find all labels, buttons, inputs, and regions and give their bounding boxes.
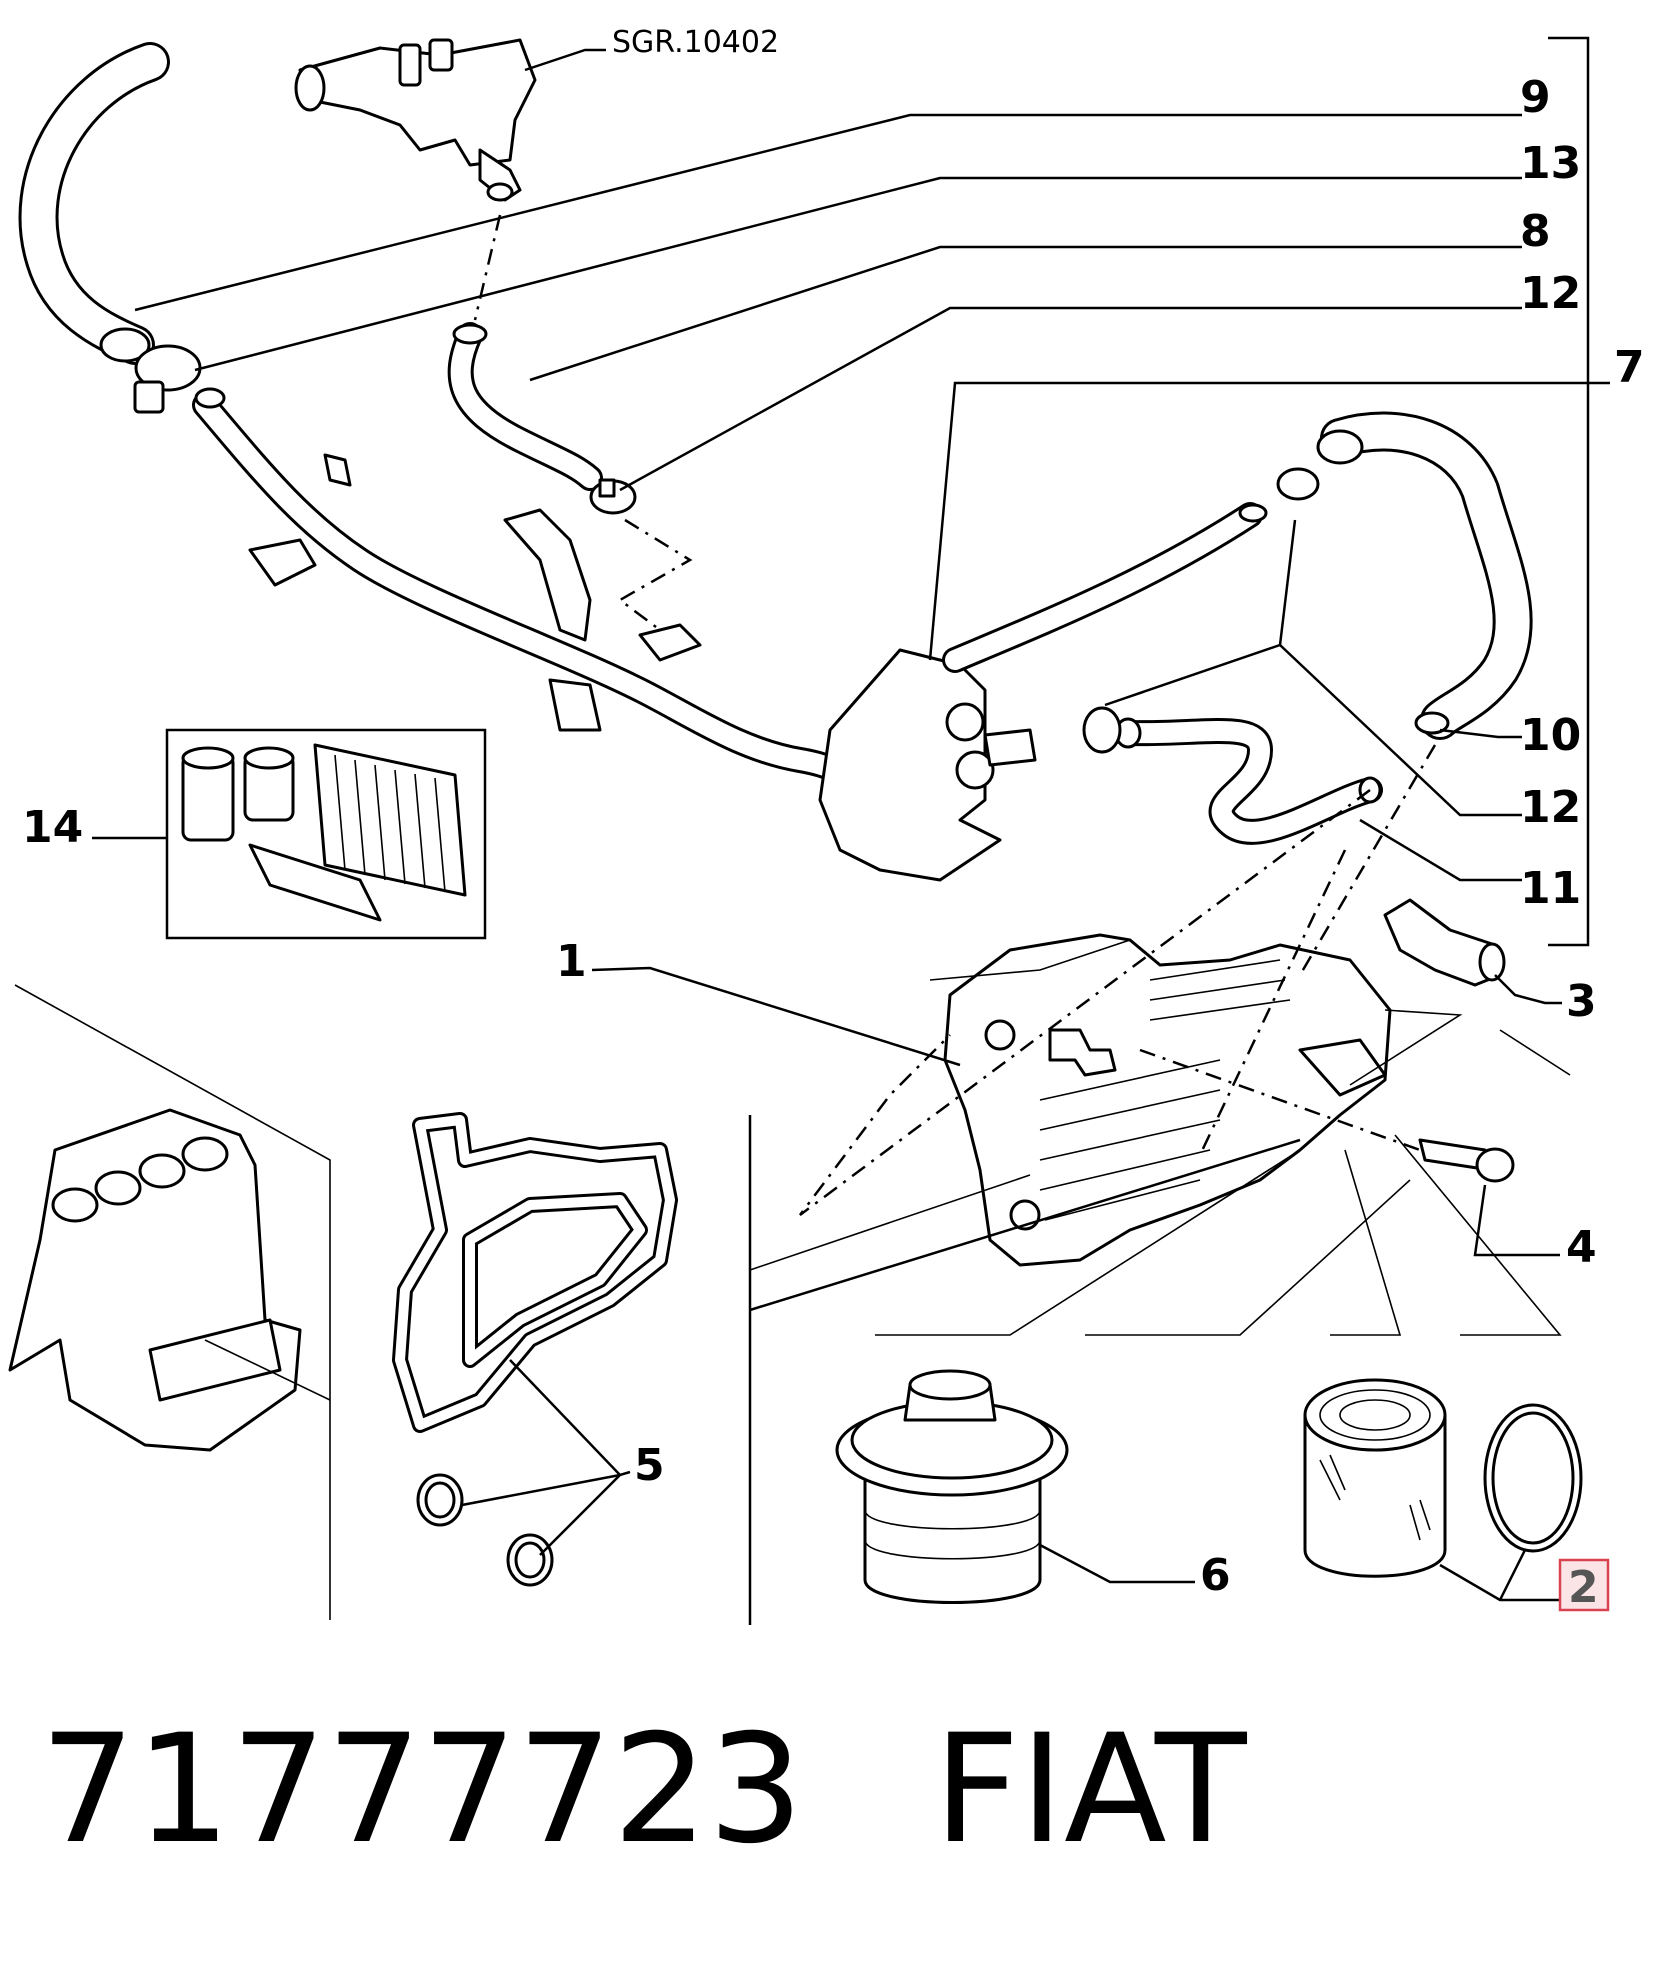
- part-number: 71777723: [40, 1703, 804, 1877]
- callout-3: 3: [1566, 976, 1597, 1027]
- hose-clamp-12-lower: [1082, 706, 1122, 754]
- callout-13: 13: [1520, 138, 1581, 189]
- callout-12-upper: 12: [1520, 268, 1581, 319]
- upper-radiator-hose: [18, 42, 170, 365]
- part-info: 71777723 FIAT: [40, 1710, 1247, 1870]
- callout-1: 1: [556, 936, 587, 987]
- coolant-pipe: [192, 387, 873, 803]
- filter-o-ring: [1483, 1403, 1583, 1553]
- temperature-sensor: [1383, 898, 1506, 987]
- coolant-return-pipe: [942, 502, 1268, 673]
- oil-filter-cap: [835, 1369, 1069, 1604]
- service-kit: [165, 728, 487, 940]
- brand-name: FIAT: [933, 1703, 1247, 1877]
- callout-2: 2: [1568, 1562, 1599, 1613]
- coolant-outlet-manifold: [638, 623, 1037, 882]
- bolt: [1418, 1138, 1515, 1183]
- callout-5: 5: [634, 1440, 665, 1491]
- callout-7: 7: [1614, 342, 1645, 393]
- oil-filter-element: [1303, 1378, 1447, 1578]
- oil-cooler-hose: [1114, 717, 1383, 845]
- callout-9: 9: [1520, 72, 1551, 123]
- parts-diagram: SGR.10402 9 13 8 12 7 10 12 11 14 1 3 4 …: [8, 25, 1645, 1625]
- callout-10: 10: [1520, 710, 1581, 761]
- callout-2-highlight: [1558, 1558, 1610, 1612]
- engine-block: [8, 984, 331, 1620]
- hose-clamp-right-top: [1276, 467, 1320, 501]
- oil-cooler-gasket: [392, 1112, 678, 1587]
- reference-label: SGR.10402: [612, 25, 779, 60]
- leader-lines: [92, 36, 1610, 1625]
- callout-11: 11: [1520, 863, 1581, 914]
- callout-8: 8: [1520, 206, 1551, 257]
- oil-filter-housing: [943, 933, 1392, 1267]
- bypass-hose: [447, 322, 603, 491]
- callout-6: 6: [1200, 1550, 1231, 1601]
- callout-4: 4: [1566, 1222, 1597, 1273]
- callout-12-lower: 12: [1520, 782, 1581, 833]
- assembly-lines: [473, 214, 1437, 1217]
- callout-14: 14: [22, 802, 83, 853]
- heater-hose-right: [1316, 411, 1533, 740]
- hose-clamp-13: [133, 344, 202, 414]
- thermostat-housing: [294, 38, 537, 202]
